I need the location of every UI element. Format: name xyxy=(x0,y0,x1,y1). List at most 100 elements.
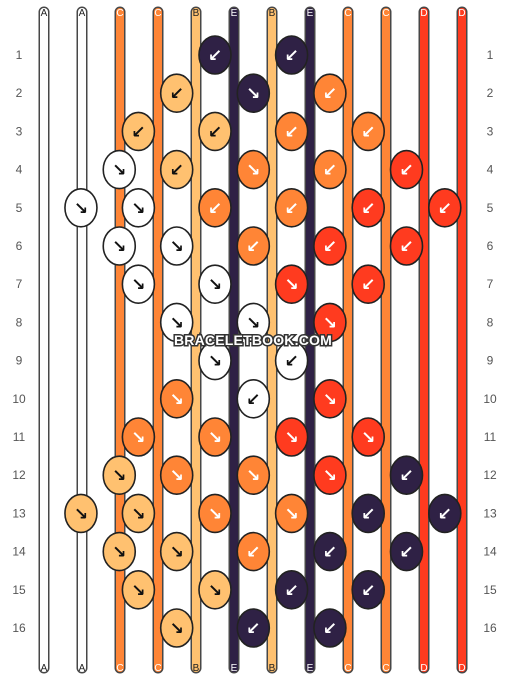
knot: ↙ xyxy=(351,493,386,534)
strand-label-top: E xyxy=(231,8,238,19)
knot-direction-arrow: ↘ xyxy=(246,84,260,104)
knot: ↙ xyxy=(159,149,194,190)
knot: ↘ xyxy=(102,226,137,266)
knot-direction-arrow: ↙ xyxy=(323,161,337,181)
knot-direction-arrow: ↙ xyxy=(284,122,298,142)
knot: ↘ xyxy=(313,302,347,343)
knot: ↙ xyxy=(389,531,424,572)
strand-label-top: C xyxy=(344,8,351,19)
row-number-left: 2 xyxy=(16,86,23,100)
knot: ↘ xyxy=(351,417,386,457)
knot: ↘ xyxy=(198,340,232,381)
knot: ↙ xyxy=(313,73,347,113)
knot-shape xyxy=(236,149,271,190)
row-number-left: 1 xyxy=(16,48,23,62)
strand-label-bottom: C xyxy=(116,663,123,674)
knot-shape xyxy=(389,149,424,190)
knot: ↙ xyxy=(236,226,271,266)
knot-shape xyxy=(236,378,271,419)
strand-label-bottom: A xyxy=(79,663,86,674)
knot-direction-arrow: ↙ xyxy=(246,543,260,563)
knot-direction-arrow: ↘ xyxy=(246,161,260,181)
row-number-right: 6 xyxy=(487,239,494,253)
row-number-left: 9 xyxy=(16,354,23,368)
knot: ↘ xyxy=(121,264,156,305)
knot-direction-arrow: ↙ xyxy=(323,619,337,639)
knot-direction-arrow: ↙ xyxy=(361,199,375,219)
knot-shape xyxy=(121,111,156,152)
knot: ↘ xyxy=(159,226,194,266)
strand-label-bottom: A xyxy=(41,663,48,674)
row-number-right: 14 xyxy=(483,545,497,559)
knot-shape xyxy=(389,455,424,496)
strand-label-top: C xyxy=(382,8,389,19)
knot-direction-arrow: ↙ xyxy=(399,466,413,486)
strand-label-top: B xyxy=(269,8,276,19)
strand-label-top: C xyxy=(116,8,123,19)
knot-shape xyxy=(351,111,386,152)
strand-label-top: E xyxy=(307,8,314,19)
knot: ↙ xyxy=(236,531,271,572)
knot-direction-arrow: ↘ xyxy=(74,199,88,219)
knot-shape xyxy=(64,188,98,228)
knot: ↘ xyxy=(236,149,271,190)
strand-label-top: D xyxy=(420,8,427,19)
row-number-right: 4 xyxy=(487,163,494,177)
knot-shape xyxy=(351,493,386,534)
knot: ↙ xyxy=(427,493,462,534)
knot-shape xyxy=(198,188,232,228)
knot: ↘ xyxy=(198,264,232,305)
row-number-right: 12 xyxy=(483,468,497,482)
knot-shape xyxy=(236,531,271,572)
knot-shape xyxy=(313,226,347,266)
knot-shape xyxy=(236,302,271,343)
knot-shape xyxy=(102,531,137,572)
knot-direction-arrow: ↘ xyxy=(112,543,126,563)
knot-shape xyxy=(427,188,462,228)
knot-direction-arrow: ↘ xyxy=(131,581,145,601)
knot: ↙ xyxy=(351,569,386,610)
knot-direction-arrow: ↙ xyxy=(246,237,260,257)
knot: ↘ xyxy=(121,188,156,228)
knot-direction-arrow: ↙ xyxy=(208,122,222,142)
knot-shape xyxy=(313,455,347,496)
knot-shape xyxy=(274,35,309,75)
knot: ↙ xyxy=(351,188,386,228)
knot-direction-arrow: ↘ xyxy=(170,466,184,486)
knot-shape xyxy=(198,417,232,457)
knot: ↘ xyxy=(159,455,194,496)
knot-direction-arrow: ↙ xyxy=(170,161,184,181)
row-number-left: 15 xyxy=(12,583,26,597)
knot: ↘ xyxy=(236,455,271,496)
knot: ↙ xyxy=(198,35,232,75)
row-number-right: 7 xyxy=(487,277,494,291)
watermark: BRACELETBOOK.COM xyxy=(174,332,332,348)
knot-shape xyxy=(389,531,424,572)
knot-direction-arrow: ↙ xyxy=(361,122,375,142)
strand-label-bottom: D xyxy=(420,663,427,674)
strand-label-bottom: C xyxy=(154,663,161,674)
knot-shape xyxy=(198,493,232,534)
row-number-right: 8 xyxy=(487,315,494,329)
knot-direction-arrow: ↘ xyxy=(323,390,337,410)
knot-direction-arrow: ↘ xyxy=(323,313,337,333)
knot-direction-arrow: ↘ xyxy=(170,390,184,410)
row-number-right: 5 xyxy=(487,201,494,215)
knot: ↙ xyxy=(274,35,309,75)
knot: ↙ xyxy=(427,188,462,228)
knot-shape xyxy=(274,340,309,381)
knot: ↘ xyxy=(159,302,194,343)
knot-shape xyxy=(198,569,232,610)
knot-shape xyxy=(274,264,309,305)
knot-shape xyxy=(313,608,347,648)
row-number-left: 4 xyxy=(16,163,23,177)
knot: ↙ xyxy=(274,188,309,228)
knot: ↙ xyxy=(313,149,347,190)
knot-shape xyxy=(274,417,309,457)
knot-shape xyxy=(351,569,386,610)
row-number-right: 13 xyxy=(483,506,497,520)
knot-shape xyxy=(236,455,271,496)
knot-shape xyxy=(313,378,347,419)
